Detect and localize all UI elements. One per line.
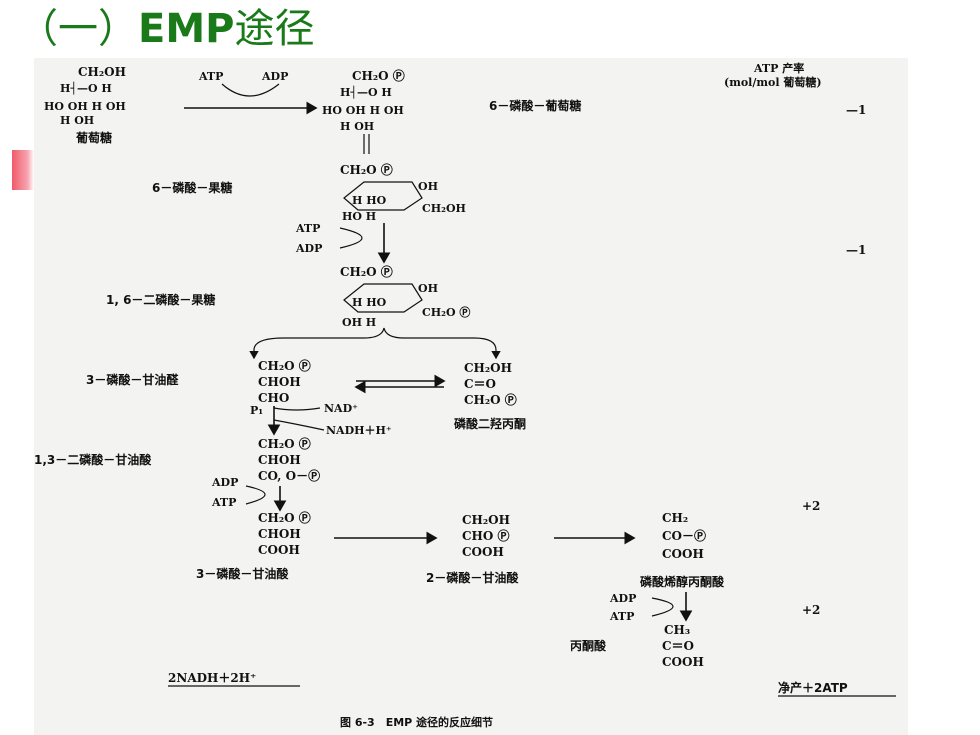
pep-name: 磷酸烯醇丙酮酸 [640,574,725,589]
pyruvate-l2: C＝O [662,639,694,653]
pg2-name: 2－磷酸－甘油酸 [426,570,519,585]
fbp-structure: CH₂O Ⓟ OH H HO CH₂O Ⓟ OH H [340,264,470,329]
f6p-name: 6－磷酸－果糖 [152,180,232,195]
fbp-l3: H HO [352,296,387,309]
gap-l2: CHOH [258,375,301,389]
nad-curve-b [273,419,325,431]
atp-label-3: ATP [211,496,236,509]
f6p-structure: CH₂O Ⓟ OH H HO CH₂OH HO H [340,162,466,223]
dhap-l1: CH₂OH [464,361,512,375]
cofactor-curve-3 [245,485,266,505]
pg2-l2: CHO Ⓟ [462,528,510,543]
atp-label-4: ATP [609,610,634,623]
pg3-l2: CHOH [258,527,301,541]
fbp-l1: CH₂O Ⓟ [340,264,393,279]
g6p-l2: H┤—O H [340,85,392,99]
bpg-l2: CHOH [258,453,301,467]
pg3-l1: CH₂O Ⓟ [258,510,311,525]
g6p-l3: HO OH H OH [322,104,404,117]
f6p-l2: OH [418,180,438,193]
pep-l2: CO－Ⓟ [662,528,706,543]
atp-label-1: ATP [198,70,223,83]
pg2-l1: CH₂OH [462,513,510,527]
pyruvate-l1: CH₃ [664,623,690,637]
yield-header-line1: ATP 产率 [753,61,804,75]
f6p-l1: CH₂O Ⓟ [340,162,393,177]
pyruvate-name: 丙酮酸 [570,638,607,653]
yield-3: +2 [802,499,820,513]
nadh-total: 2NADH＋2H⁺ [168,671,256,685]
pg2-l3: COOH [462,545,504,559]
glucose-l2: H┤—O H [60,81,112,95]
fbp-l5: OH H [342,316,376,329]
pep-l1: CH₂ [662,511,688,525]
yield-1: —1 [846,103,866,117]
glucose-name: 葡萄糖 [75,130,112,145]
pyruvate-l3: COOH [662,655,704,669]
adp-label-1: ADP [261,70,288,83]
glucose-l4: H OH [60,114,94,127]
glucose-l3: HO OH H OH [44,100,126,113]
bpg-name: 1,3－二磷酸－甘油酸 [34,452,152,467]
g6p-structure: CH₂O Ⓟ H┤—O H HO OH H OH H OH [322,68,405,133]
cofactor-curve-1 [221,83,280,97]
g6p-l1: CH₂O Ⓟ [352,68,405,83]
adp-label-4: ADP [609,592,636,605]
pep-l3: COOH [662,547,704,561]
accent-bar [12,150,34,190]
aldolase-brace [253,327,497,351]
title-emp: EMP [138,6,235,52]
net-yield: 净产＋2ATP [778,680,848,695]
pg3-name: 3－磷酸－甘油酸 [196,566,289,581]
page-title: （一）EMP途径 [18,0,314,58]
emp-pathway-figure: ATP 产率 (mol/mol 葡萄糖) CH₂OH H┤—O H HO OH … [34,58,908,735]
g6p-name: 6－磷酸－葡萄糖 [489,98,581,113]
fbp-l4: CH₂O Ⓟ [422,305,470,319]
yield-2: —1 [846,243,866,257]
gap-l1: CH₂O Ⓟ [258,358,311,373]
fbp-name: 1, 6－二磷酸－果糖 [106,292,215,307]
glucose-structure: CH₂OH H┤—O H HO OH H OH H OH 葡萄糖 [44,65,126,145]
dhap-l3: CH₂O Ⓟ [464,392,517,407]
nadh-label: NADH＋H⁺ [326,424,392,437]
dhap-name: 磷酸二羟丙酮 [454,416,526,431]
adp-label-2: ADP [295,242,322,255]
f6p-l5: HO H [342,210,376,223]
cofactor-curve-2 [339,227,363,249]
f6p-l4: CH₂OH [422,202,466,215]
bpg-l1: CH₂O Ⓟ [258,436,311,451]
gap-name: 3－磷酸－甘油醛 [86,372,179,387]
title-suffix: 途径 [234,6,315,52]
fbp-ring [343,283,423,313]
bpg-l3: CO, O－Ⓟ [258,468,320,483]
figure-caption: 图 6-3 EMP 途径的反应细节 [340,715,493,729]
fbp-l2: OH [418,282,438,295]
gap-l3: CHO [258,391,289,405]
yield-header-line2: (mol/mol 葡萄糖) [724,75,822,89]
nad-label: NAD⁺ [324,402,358,415]
glucose-l1: CH₂OH [78,65,126,79]
dhap-l2: C＝O [464,377,496,391]
atp-label-2: ATP [295,222,320,235]
g6p-l4: H OH [340,120,374,133]
pg3-l3: COOH [258,543,300,557]
f6p-ring [343,181,423,211]
nad-curve-a [273,407,321,411]
adp-label-3: ADP [211,476,238,489]
title-prefix: （一） [18,6,138,52]
pi-label: P₁ [250,404,263,417]
cofactor-curve-4 [651,597,674,617]
yield-4: +2 [802,603,820,617]
pathway-diagram: ATP 产率 (mol/mol 葡萄糖) CH₂OH H┤—O H HO OH … [34,61,896,729]
f6p-l3: H HO [352,194,387,207]
